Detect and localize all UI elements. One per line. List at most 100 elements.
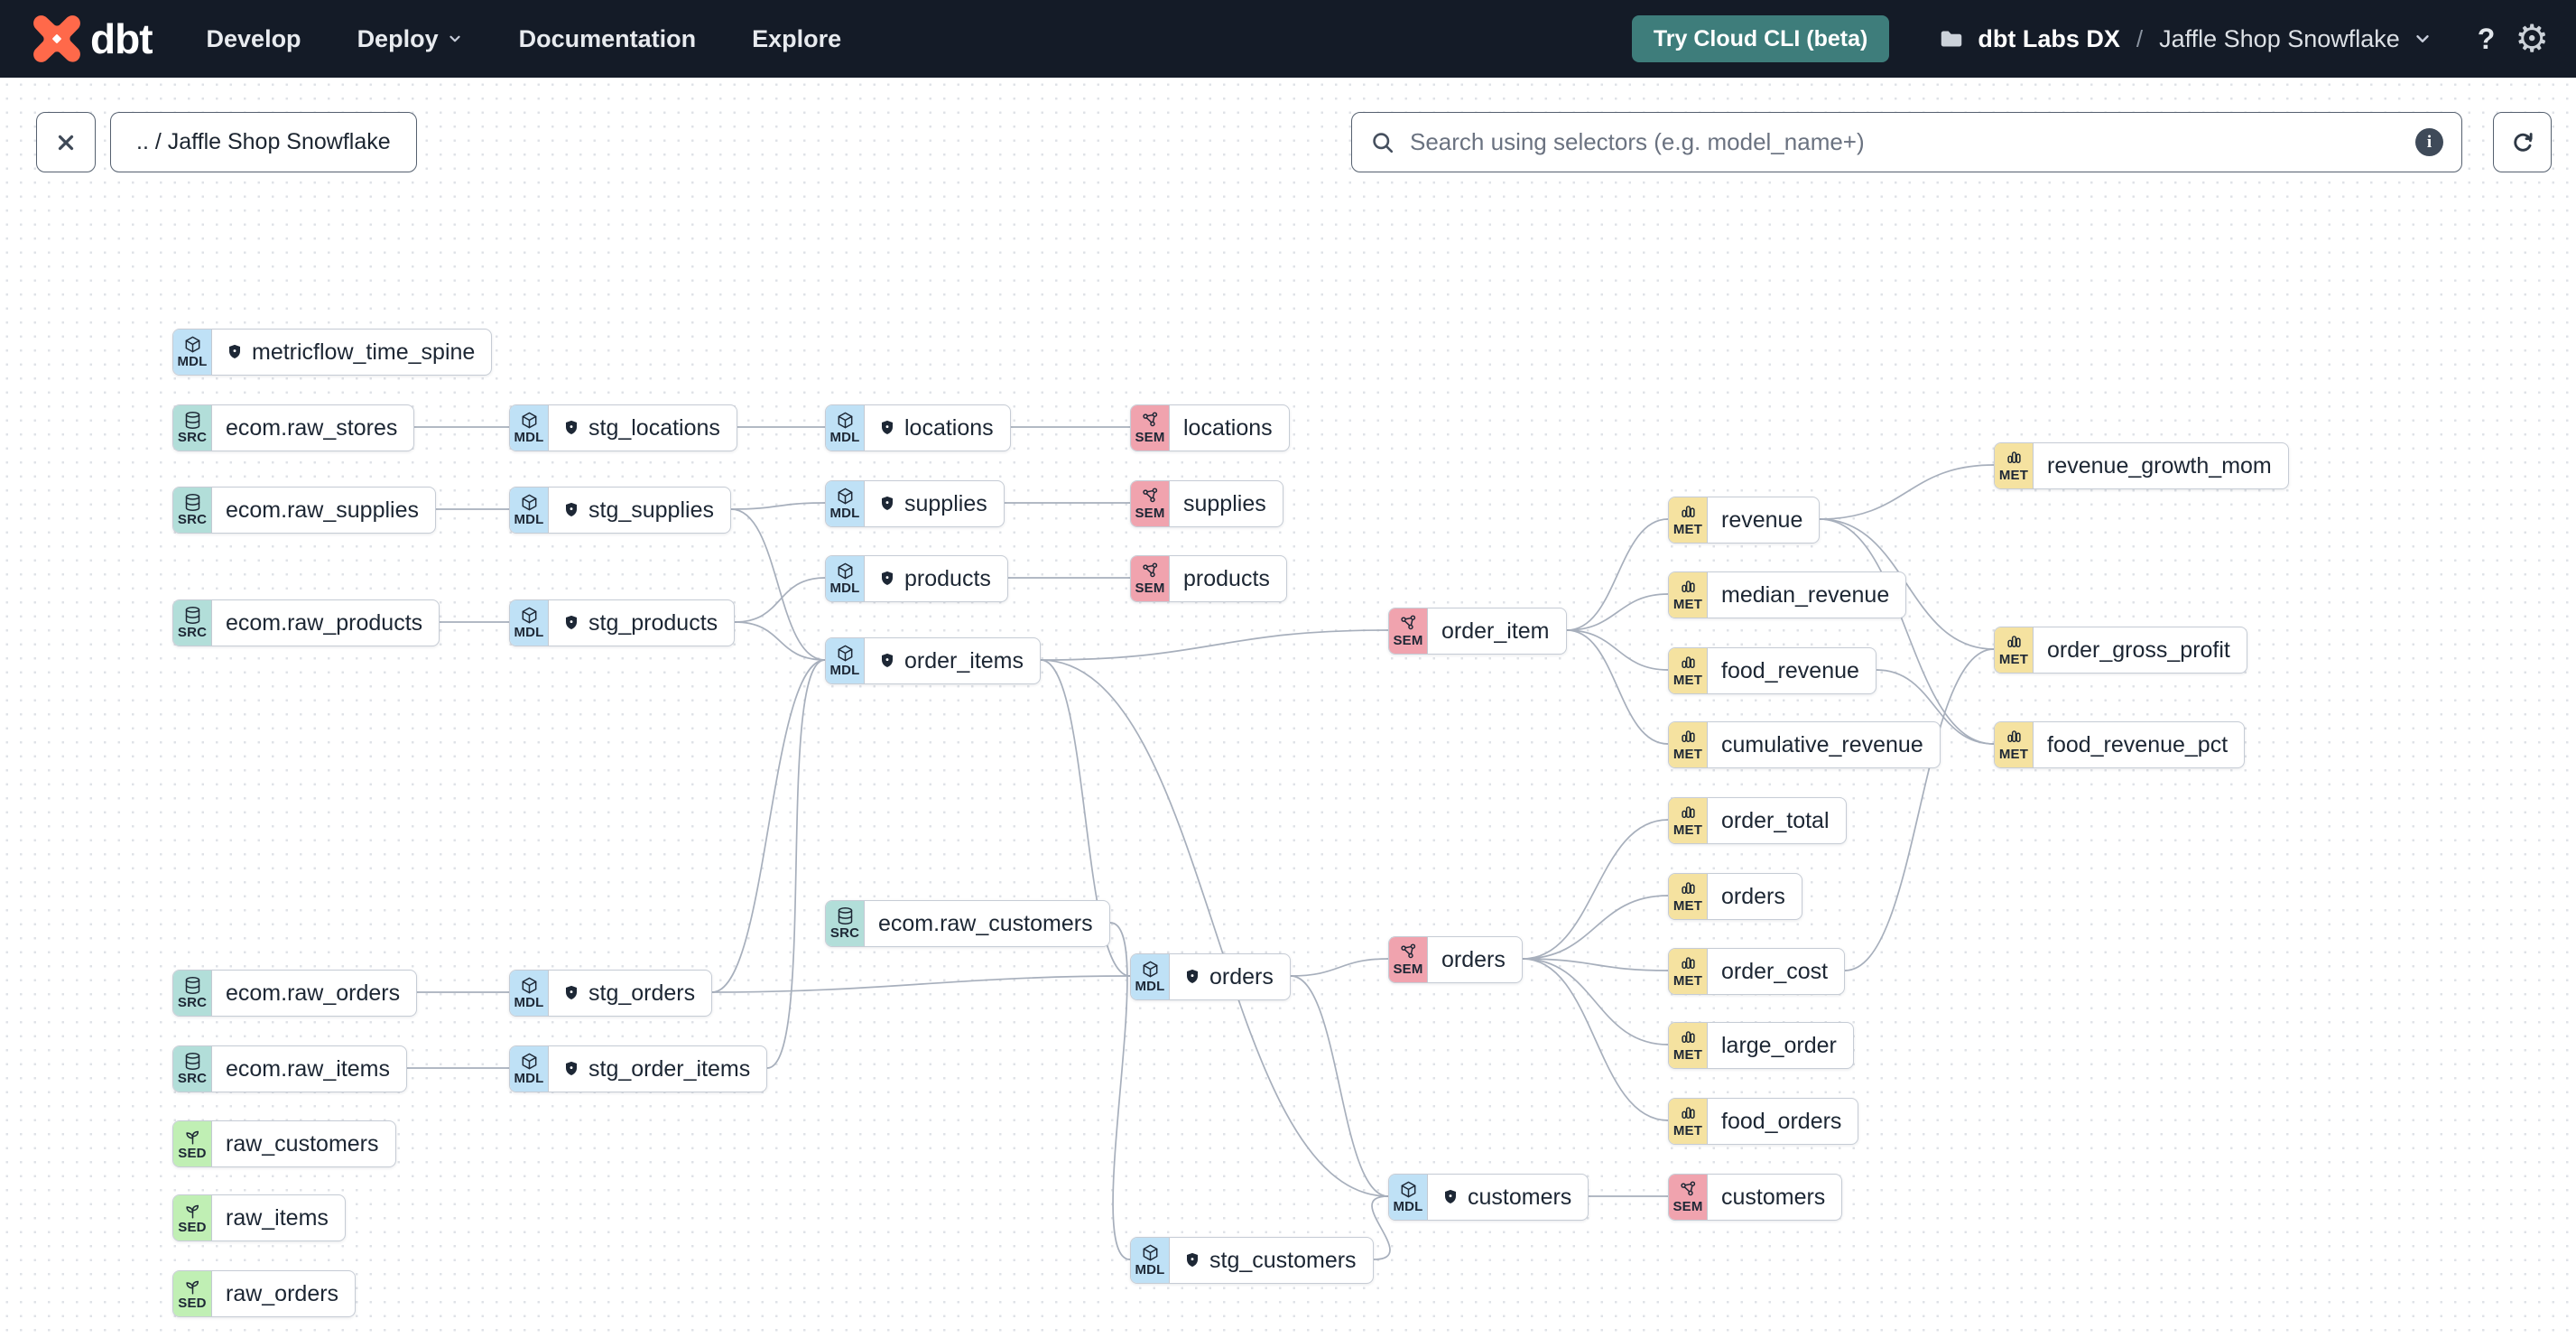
node-label: locations <box>865 405 1010 451</box>
close-icon <box>58 135 74 150</box>
node-label: median_revenue <box>1708 572 1905 618</box>
node-type-badge: MET <box>1995 627 2034 673</box>
node-type-label: SEM <box>1393 632 1423 648</box>
node-type-badge: SEM <box>1669 1175 1708 1220</box>
close-button[interactable] <box>36 112 96 172</box>
node-name-text: cumulative_revenue <box>1721 731 1923 757</box>
node-type-badge: SEM <box>1389 937 1428 982</box>
node-type-badge: MET <box>1669 648 1708 693</box>
account-name: dbt Labs DX <box>1978 24 2120 52</box>
breadcrumb[interactable]: .. / Jaffle Shop Snowflake <box>110 112 417 172</box>
node-name-text: metricflow_time_spine <box>252 339 476 365</box>
node-name-text: ecom.raw_orders <box>226 980 401 1006</box>
node-name-text: locations <box>904 414 994 441</box>
node-name-text: ecom.raw_customers <box>878 910 1093 936</box>
model-cube-icon <box>1401 1181 1415 1198</box>
info-icon[interactable]: i <box>2415 128 2443 156</box>
node-type-badge: MET <box>1669 497 1708 543</box>
nav-link-deploy[interactable]: Deploy <box>357 25 463 53</box>
node-label: stg_customers <box>1170 1238 1373 1283</box>
help-button[interactable]: ? <box>2477 22 2496 55</box>
node-label: raw_orders <box>212 1271 355 1316</box>
node-name-text: order_cost <box>1721 958 1829 984</box>
node-type-label: MET <box>1673 822 1703 838</box>
graph-node-stg_orders[interactable]: MDL stg_orders <box>509 970 713 1017</box>
node-name-text: products <box>1183 565 1270 591</box>
node-type-badge: SRC <box>173 600 212 646</box>
node-type-badge: MET <box>1995 722 2034 767</box>
node-label: supplies <box>865 481 1004 526</box>
model-cube-icon <box>1143 961 1157 978</box>
node-type-label: MET <box>1673 972 1703 989</box>
node-label: supplies <box>1170 481 1283 526</box>
selector-search: i <box>1351 112 2462 172</box>
node-name-text: customers <box>1468 1184 1572 1210</box>
nav-link-documentation[interactable]: Documentation <box>518 24 697 52</box>
node-type-badge: SEM <box>1131 556 1170 601</box>
nav-link-explore[interactable]: Explore <box>752 24 842 52</box>
node-type-label: MET <box>1673 1046 1703 1063</box>
node-label: orders <box>1708 874 1802 919</box>
nav-link-develop[interactable]: Develop <box>206 24 301 52</box>
shield-icon <box>562 984 580 1002</box>
graph-node-sem_products[interactable]: SEM products <box>1130 555 1287 602</box>
node-label: large_order <box>1708 1023 1853 1068</box>
settings-gear-icon[interactable]: ⚙ <box>2515 17 2549 60</box>
graph-node-met_order_cost[interactable]: MET order_cost <box>1668 948 1846 995</box>
node-name-text: stg_supplies <box>588 497 714 523</box>
node-type-badge: MDL <box>510 971 549 1016</box>
try-cloud-cli-button[interactable]: Try Cloud CLI (beta) <box>1631 15 1890 62</box>
refresh-button[interactable] <box>2493 112 2552 172</box>
graph-node-met_large_order[interactable]: MET large_order <box>1668 1022 1854 1069</box>
source-database-icon <box>185 606 199 624</box>
lineage-canvas[interactable]: .. / Jaffle Shop Snowflake i MDLmetricfl… <box>0 78 2576 1338</box>
metric-bars-icon <box>2006 635 2021 647</box>
node-name-text: raw_items <box>226 1204 329 1231</box>
node-type-label: SRC <box>177 624 208 640</box>
dbt-logo[interactable]: dbt <box>32 14 153 63</box>
node-label: ecom.raw_orders <box>212 971 416 1016</box>
search-input[interactable] <box>1408 127 2403 157</box>
metric-bars-icon <box>1681 881 1695 894</box>
node-name-text: raw_orders <box>226 1280 339 1306</box>
node-name-text: stg_order_items <box>588 1055 751 1082</box>
project-switcher[interactable]: dbt Labs DX / Jaffle Shop Snowflake <box>1938 25 2432 53</box>
node-name-text: stg_orders <box>588 980 696 1006</box>
